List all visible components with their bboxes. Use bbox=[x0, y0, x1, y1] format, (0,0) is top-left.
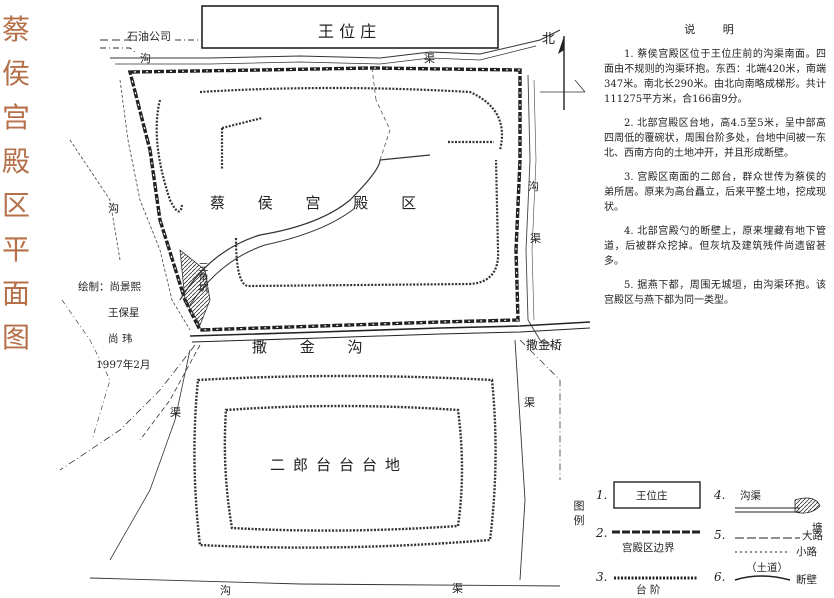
west-path bbox=[61, 299, 111, 441]
title-char: 蔡 bbox=[2, 13, 31, 46]
title-char: 殿 bbox=[2, 145, 31, 178]
credit-drawer: 绘制：尚景熙 bbox=[78, 281, 141, 293]
palace-area-label: 蔡 侯 宫 殿 区 bbox=[210, 194, 431, 212]
note-item: 2. 北部宫殿区台地，高4.5至5米，呈中部高四周低的覆碗状，周围台阶多处，台地… bbox=[604, 118, 826, 159]
canal-north-inner bbox=[115, 45, 537, 65]
canal-label: 渠 bbox=[524, 396, 535, 409]
title-char: 侯 bbox=[2, 57, 31, 90]
canal-label: 渠 bbox=[530, 232, 541, 245]
west-canal bbox=[69, 139, 121, 261]
canal-north bbox=[110, 29, 561, 59]
sajinqiao-label: 撒金桥 bbox=[526, 338, 563, 352]
legend-breakwall-label: 断壁 bbox=[796, 574, 817, 586]
legend-title: 图 例 bbox=[572, 500, 585, 526]
map-title: 蔡 侯 宫 殿 区 平 面 图 bbox=[2, 8, 30, 360]
note-item: 1. 蔡侯宫殿区位于王位庄前的沟渠南面。四面由不规则的沟渠环抱。东西：北端420… bbox=[604, 49, 826, 105]
legend-canal-label: 沟渠 bbox=[740, 490, 761, 502]
legend-boundary-label: 宫殿区边界 bbox=[622, 542, 675, 554]
legend-dirt-road-label: （土道） bbox=[746, 562, 788, 574]
notes-panel: 说 明 1. 蔡侯宫殿区位于王位庄前的沟渠南面。四面由不规则的沟渠环抱。东西：北… bbox=[604, 22, 826, 317]
small-road bbox=[100, 39, 202, 53]
terrace-step bbox=[155, 99, 184, 213]
canal-west-south bbox=[109, 349, 191, 561]
legend-number: 2. bbox=[596, 526, 608, 540]
canal-label: 沟 bbox=[108, 202, 119, 215]
oil-company-label: 石油公司 bbox=[127, 30, 171, 43]
title-char: 平 bbox=[2, 233, 31, 266]
title-char: 区 bbox=[2, 189, 31, 222]
road-south-west2 bbox=[139, 344, 201, 441]
legend-path-label: 小路 bbox=[796, 546, 817, 558]
sajingou-canal bbox=[189, 321, 591, 337]
terrace-step bbox=[220, 116, 263, 170]
legend-symbol-canal bbox=[735, 507, 800, 513]
legend-symbol-village bbox=[613, 481, 701, 509]
canal-label: 沟 bbox=[220, 584, 231, 597]
sanjiaokeng-label: 三角坑 bbox=[196, 262, 207, 292]
legend-number: 1. bbox=[596, 488, 608, 502]
notes-heading: 说 明 bbox=[684, 23, 746, 36]
village-box bbox=[201, 5, 499, 49]
legend-symbol-pond bbox=[794, 497, 821, 514]
credit-name: 王保星 bbox=[108, 307, 140, 319]
title-char: 宫 bbox=[2, 101, 31, 134]
credit-name: 尚 玮 bbox=[108, 333, 133, 345]
canal-label: 渠 bbox=[424, 52, 435, 65]
road-east bbox=[519, 339, 561, 480]
legend-number: 5. bbox=[714, 528, 726, 542]
title-char: 面 bbox=[2, 277, 31, 310]
road-south-west bbox=[59, 344, 196, 471]
legend-number: 6. bbox=[714, 570, 726, 584]
canal-east bbox=[525, 74, 561, 351]
canal-label: 沟 bbox=[140, 52, 151, 65]
sanjiaokeng-pit bbox=[179, 249, 211, 326]
canal-south bbox=[89, 577, 561, 587]
terrace-step bbox=[234, 159, 500, 288]
credit-date: 1997年2月 bbox=[96, 359, 151, 371]
village-label: 王 位 庄 bbox=[318, 22, 377, 41]
title-char: 图 bbox=[2, 321, 31, 354]
break-wall bbox=[179, 154, 431, 301]
legend-symbol-breakwall bbox=[734, 575, 791, 581]
note-item: 4. 北部宫殿勺的断壁上，原来埋藏有地下管道，后被群众挖掉。但灰坑及建筑残件尚遗… bbox=[604, 226, 826, 267]
legend-step-label: 台 阶 bbox=[636, 584, 661, 596]
erlangtai-label: 二郎台台台地 bbox=[270, 456, 409, 474]
canal-label: 渠 bbox=[452, 582, 463, 595]
canal-east2 bbox=[531, 79, 537, 321]
legend-number: 3. bbox=[596, 570, 608, 584]
erlangtai-inner bbox=[223, 404, 464, 532]
canal-west bbox=[119, 79, 191, 331]
legend-village-label: 王位庄 bbox=[636, 490, 668, 502]
terrace-step bbox=[199, 86, 504, 151]
legend-pond-label: 塘 bbox=[812, 522, 823, 534]
canal-label: 沟 bbox=[528, 180, 539, 193]
note-item: 5. 据燕下都，周围无城垣，由沟渠环抱。该宫殿区与燕下都为同一类型。 bbox=[604, 280, 826, 306]
erlangtai-outer bbox=[193, 374, 497, 549]
sajingou-label: 撒 金 沟 bbox=[252, 338, 377, 356]
legend-number: 4. bbox=[714, 488, 726, 502]
legend-road-label: 大路 bbox=[802, 530, 823, 542]
note-item: 3. 宫殿区南面的二郎台，群众世传为蔡侯的弟所居。原来为高台矗立，后来平整土地，… bbox=[604, 172, 826, 213]
canal-label: 渠 bbox=[170, 406, 181, 419]
canal-east-south bbox=[514, 339, 526, 581]
north-label: 北 bbox=[542, 32, 556, 47]
